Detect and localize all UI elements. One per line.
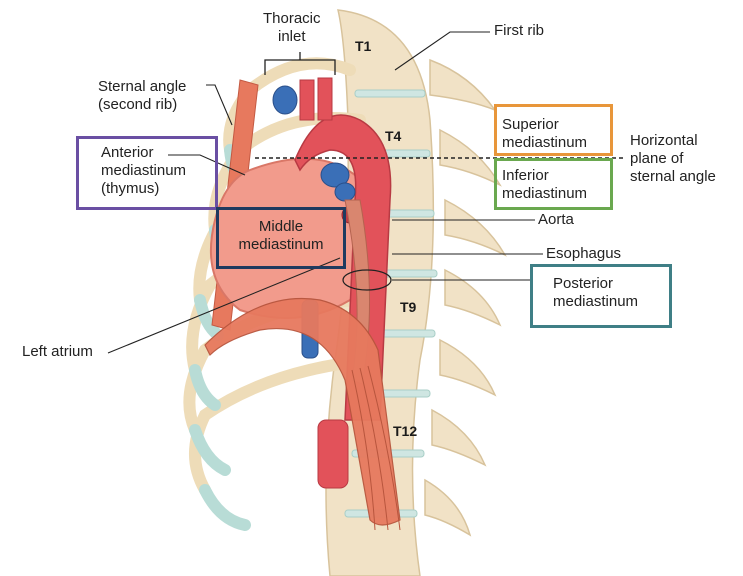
aorta-label: Aorta <box>538 211 574 229</box>
anterior-mediastinum-line-1: Anterior <box>101 144 215 162</box>
descending-aorta <box>318 420 348 488</box>
first-rib-label: First rib <box>494 22 544 40</box>
vertebra-t4-label: T4 <box>385 128 401 144</box>
posterior-mediastinum-box: Posterior mediastinum <box>530 264 672 328</box>
anterior-mediastinum-line-2: mediastinum <box>101 162 215 180</box>
superior-mediastinum-box: Superior mediastinum <box>494 104 613 156</box>
anterior-mediastinum-line-3: (thymus) <box>101 180 215 198</box>
posterior-mediastinum-line-2: mediastinum <box>553 293 669 311</box>
vertebra-t12-label: T12 <box>393 423 417 439</box>
sternal-angle-label: Sternal angle (second rib) <box>98 78 186 114</box>
superior-mediastinum-line-2: mediastinum <box>502 134 610 152</box>
sternal-angle-line-2: (second rib) <box>98 96 186 114</box>
esophagus-label: Esophagus <box>546 245 621 263</box>
great-vessels <box>273 78 332 120</box>
inferior-mediastinum-line-1: Inferior <box>502 167 610 185</box>
inferior-mediastinum-box: Inferior mediastinum <box>494 158 613 210</box>
thoracic-inlet-label: Thoracic inlet <box>263 10 321 46</box>
posterior-mediastinum-line-1: Posterior <box>553 275 669 293</box>
vertebra-t9-label: T9 <box>400 299 416 315</box>
superior-mediastinum-line-1: Superior <box>502 116 610 134</box>
left-atrium-label: Left atrium <box>22 343 93 361</box>
sternal-angle-line-1: Sternal angle <box>98 78 186 96</box>
middle-mediastinum-box: Middle mediastinum <box>216 207 346 269</box>
thoracic-inlet-line-1: Thoracic <box>263 10 321 28</box>
anterior-mediastinum-box: Anterior mediastinum (thymus) <box>76 136 218 210</box>
inferior-mediastinum-line-2: mediastinum <box>502 185 610 203</box>
thoracic-inlet-line-2: inlet <box>263 28 321 46</box>
middle-mediastinum-line-2: mediastinum <box>219 236 343 254</box>
middle-mediastinum-line-1: Middle <box>219 218 343 236</box>
horizontal-plane-line-3: sternal angle <box>630 168 716 186</box>
horizontal-plane-line-1: Horizontal <box>630 132 716 150</box>
horizontal-plane-line-2: plane of <box>630 150 716 168</box>
horizontal-plane-label: Horizontal plane of sternal angle <box>630 132 716 186</box>
vertebra-t1-label: T1 <box>355 38 371 54</box>
